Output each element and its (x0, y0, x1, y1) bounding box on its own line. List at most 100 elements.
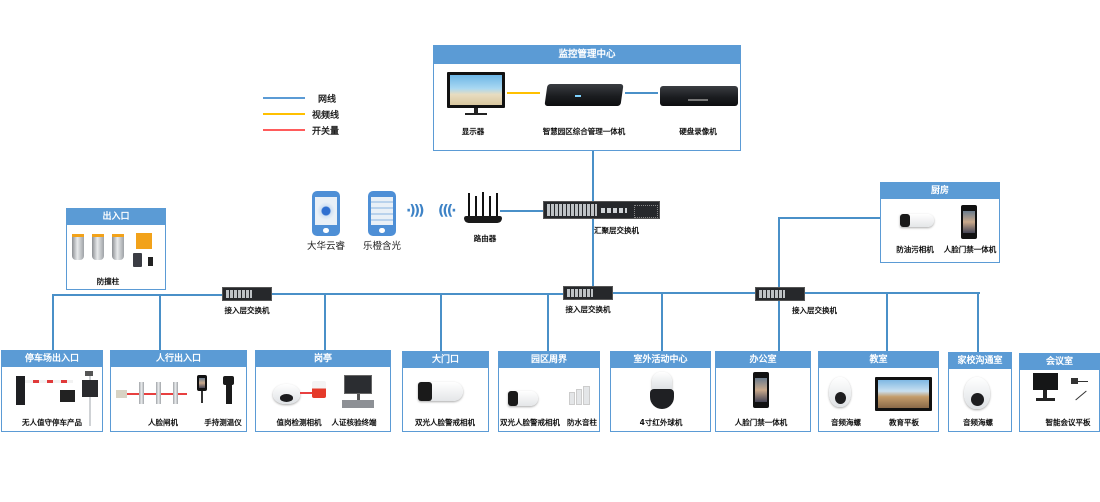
face-access-terminal-icon (753, 372, 769, 408)
platform-server-label: 智慧园区综合管理一体机 (542, 127, 626, 136)
server-status-light (575, 95, 581, 97)
zone-title: 停车场出入口 (2, 351, 102, 367)
waterproof-speaker-icon (569, 392, 575, 405)
turnstile-icon (173, 382, 178, 404)
zone-title: 厨房 (881, 183, 999, 199)
control-panel-icon (133, 253, 142, 267)
switch-signal-line (300, 392, 312, 394)
terminal-pole (201, 391, 203, 403)
panel-stand (1043, 390, 1047, 399)
platform-server-icon (544, 84, 624, 106)
smart-meeting-panel-icon (1033, 373, 1058, 390)
nvr-label: 硬盘录像机 (679, 127, 717, 136)
device-label: 人脸闸机 (148, 418, 178, 427)
router-label: 路由器 (473, 234, 497, 243)
dual-light-face-camera-icon (508, 391, 538, 406)
zone-title: 教室 (819, 352, 938, 368)
audio-conch-camera-icon (829, 377, 851, 407)
drop-classroom (886, 292, 888, 351)
drop-pedestrian (159, 294, 161, 350)
drop-perimeter (547, 293, 549, 351)
legend-label-video: 视频线 (312, 111, 340, 121)
drop-parking (52, 294, 54, 350)
device-label: 智能会议平板 (1045, 418, 1091, 427)
zone-pedestrian: 人行出入口 (110, 350, 247, 432)
zone-title: 室外活动中心 (611, 352, 710, 368)
zone-title: 会议室 (1020, 354, 1099, 370)
wireless-dongle-icon (1071, 378, 1078, 384)
wifi-signal-icon: ·))) (406, 203, 424, 219)
face-terminal-icon (197, 375, 207, 391)
panel-stand-base (1036, 398, 1055, 401)
access-switch-icon (222, 287, 272, 301)
pole (89, 372, 91, 426)
device-label: 双光人脸警戒相机 (415, 418, 475, 427)
drop-office (778, 300, 780, 351)
device-label: 防油污相机 (896, 245, 934, 254)
zone-title: 园区周界 (499, 352, 599, 368)
app-label-dahua-cloud: 大华云睿 (306, 241, 345, 252)
bollard-icon (72, 234, 84, 260)
legend-line-network (263, 97, 305, 99)
zone-title: 大门口 (403, 352, 488, 368)
aggregation-switch-icon (543, 201, 660, 219)
drop-outdoor (661, 292, 663, 351)
legend-label-network: 网线 (318, 95, 337, 105)
bullet-camera-icon (900, 214, 934, 227)
nvr-front-panel (688, 99, 708, 101)
app-label-lechange: 乐橙含光 (362, 241, 401, 252)
legend-line-switching (263, 129, 305, 131)
monitor-icon (447, 72, 505, 108)
legend-line-video (263, 113, 305, 115)
zone-home-school: 家校沟通室 (948, 352, 1012, 432)
drop-home-school (977, 292, 979, 353)
access-switch-label: 接入层交换机 (224, 306, 270, 315)
alarm-light-icon (312, 381, 326, 398)
access-switch-label: 接入层交换机 (792, 306, 837, 315)
audio-conch-camera-icon (964, 377, 990, 409)
device-label: 人脸门禁一体机 (943, 245, 997, 254)
device-label: 人证核验终端 (331, 418, 377, 427)
line-left-trunk (53, 294, 223, 296)
dual-light-face-camera-icon (418, 382, 463, 401)
zone-title: 岗亭 (256, 351, 390, 367)
barrier-gate-icon (16, 376, 25, 405)
control-box-icon (136, 233, 152, 249)
waterproof-speaker-icon (583, 386, 590, 405)
monitor-stand (474, 108, 478, 113)
device-label: 值岗检测相机 (276, 418, 322, 427)
thermometer-grip (226, 385, 232, 404)
line-right-trunk (805, 292, 980, 294)
phone-app-icon (368, 191, 396, 236)
device-label: 无人值守停车产品 (22, 418, 82, 427)
device-label: 4寸红外球机 (639, 418, 683, 427)
wifi-signal-icon: (((· (438, 203, 456, 219)
zone-title: 出入口 (67, 209, 165, 225)
device-label: 音频海螺 (831, 418, 861, 427)
handheld-thermometer-icon (223, 376, 234, 385)
turnstile-icon (139, 382, 144, 404)
zone-title: 办公室 (716, 352, 810, 368)
waterproof-speaker-icon (576, 389, 582, 405)
phone-app-icon (312, 191, 340, 236)
zone-gate: 大门口 (402, 351, 489, 432)
education-panel-icon (875, 377, 932, 411)
line-middle-to-right-switch (613, 292, 756, 294)
device-label: 防撞柱 (96, 277, 120, 286)
nvr-icon (660, 86, 738, 106)
id-verification-terminal-icon (344, 375, 372, 394)
device-label: 音频海螺 (963, 418, 993, 427)
dome-camera-icon (273, 384, 300, 404)
zone-title: 人行出入口 (111, 351, 246, 367)
access-switch-icon (563, 286, 613, 300)
network-cable-server-nvr (625, 92, 658, 94)
access-switch-label: 接入层交换机 (565, 305, 611, 314)
terminal-base (342, 400, 374, 408)
bollard-icon (92, 234, 104, 260)
face-access-terminal-icon (961, 205, 977, 239)
line-left-to-middle-switch (272, 293, 564, 295)
access-switch-icon (755, 287, 805, 301)
card-reader-icon (116, 390, 127, 398)
video-cable (507, 92, 540, 94)
aggregation-switch-label: 汇聚层交换机 (594, 226, 639, 235)
